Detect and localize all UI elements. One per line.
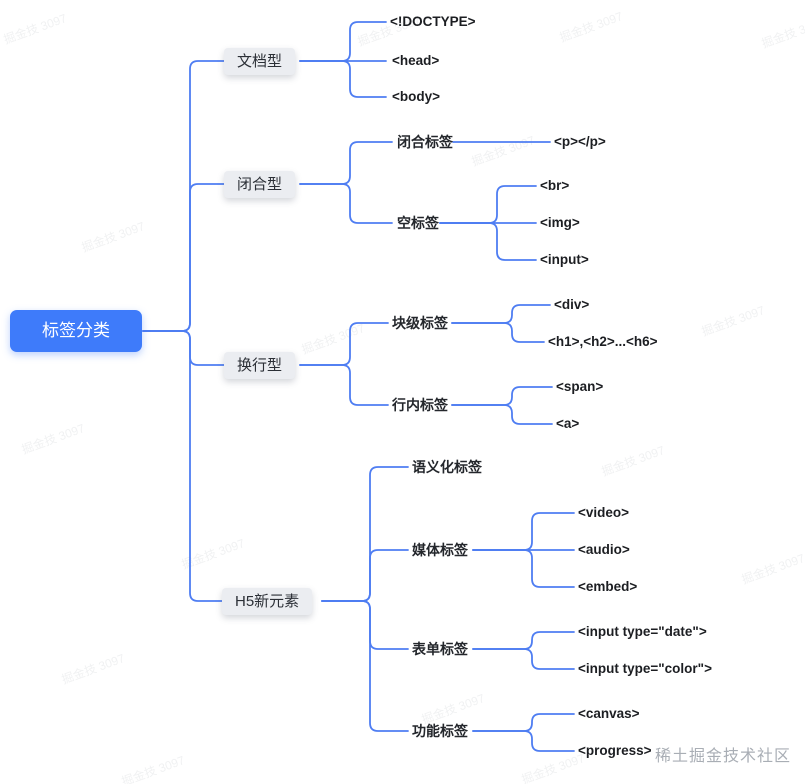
leaf-embed: <embed> <box>578 579 638 594</box>
leaf-canvas: <canvas> <box>578 706 640 721</box>
watermark-tile: 掘金技 3097 <box>179 536 247 572</box>
watermark-tile: 掘金技 3097 <box>469 133 537 169</box>
edge-root-break <box>142 330 225 366</box>
node-form-tag: 表单标签 <box>412 641 468 657</box>
branch-h5-new: H5新元素 <box>222 588 313 615</box>
node-inline-tag: 行内标签 <box>392 397 448 413</box>
edge-close-empty <box>299 183 393 224</box>
edge-break-block <box>299 322 389 366</box>
edge-media-embed <box>472 549 575 588</box>
edge-root-doc <box>142 60 225 332</box>
leaf-a: <a> <box>556 416 580 431</box>
edge-form-color <box>472 648 575 670</box>
leaf-input-color: <input type="color"> <box>578 661 712 676</box>
watermark-tile: 掘金技 3097 <box>59 651 127 687</box>
leaf-body: <body> <box>392 89 441 104</box>
edge-root-h5 <box>142 330 223 602</box>
watermark-tile: 掘金技 3097 <box>557 9 625 45</box>
node-semantic-tag: 语义化标签 <box>412 459 482 475</box>
watermark-tile: 掘金技 3097 <box>19 421 87 457</box>
watermark-tile: 掘金技 3097 <box>599 443 667 479</box>
watermark-tile: 掘金技 3097 <box>739 551 805 587</box>
node-media-tag: 媒体标签 <box>412 542 468 558</box>
leaf-input-date: <input type="date"> <box>578 624 707 639</box>
edge-empty-br <box>439 185 537 224</box>
node-block-tag: 块级标签 <box>392 315 448 331</box>
edge-close-closed <box>299 141 393 185</box>
leaf-input: <input> <box>540 252 589 267</box>
edge-form-date <box>472 631 575 650</box>
edge-root-close <box>142 183 225 332</box>
leaf-img: <img> <box>540 215 580 230</box>
leaf-doctype: <!DOCTYPE> <box>390 14 476 29</box>
leaf-p: <p></p> <box>554 134 606 149</box>
edge-h5-func <box>321 600 409 732</box>
watermark-tile: 掘金技 3097 <box>79 219 147 255</box>
edge-doc-body <box>299 60 387 98</box>
leaf-audio: <audio> <box>578 542 630 557</box>
edge-inline-a <box>451 404 553 425</box>
edge-func-canvas <box>472 713 575 732</box>
leaf-br: <br> <box>540 178 570 193</box>
edge-doc-doctype <box>299 21 387 62</box>
edge-h5-form <box>321 600 409 650</box>
edge-func-progress <box>472 730 575 752</box>
branch-break-type: 换行型 <box>224 352 296 379</box>
watermark-tile: 掘金技 3097 <box>759 15 805 51</box>
edge-inline-span <box>451 386 553 406</box>
watermark-tile: 掘金技 3097 <box>299 321 367 357</box>
leaf-div: <div> <box>554 297 590 312</box>
leaf-headings: <h1>,<h2>...<h6> <box>548 334 658 349</box>
edge-h5-semantic <box>321 466 409 602</box>
edge-block-div <box>451 304 551 324</box>
node-func-tag: 功能标签 <box>412 723 468 739</box>
edge-block-h <box>451 322 545 343</box>
node-closed-tag: 闭合标签 <box>397 134 453 150</box>
watermark-tile: 掘金技 3097 <box>519 751 587 784</box>
leaf-video: <video> <box>578 505 630 520</box>
watermark-tile: 掘金技 3097 <box>119 753 187 784</box>
edge-break-inline <box>299 364 389 406</box>
edge-media-video <box>472 512 575 551</box>
branch-doc-type: 文档型 <box>224 48 296 75</box>
branch-close-type: 闭合型 <box>224 171 296 198</box>
watermark-tile: 掘金技 3097 <box>699 303 767 339</box>
site-watermark: 稀土掘金技术社区 <box>654 748 791 765</box>
edge-h5-media <box>321 549 409 602</box>
root-node: 标签分类 <box>10 310 142 352</box>
edge-empty-input <box>439 222 537 261</box>
leaf-progress: <progress> <box>578 743 652 758</box>
node-empty-tag: 空标签 <box>397 215 439 231</box>
watermark-tile: 掘金技 3097 <box>1 11 69 47</box>
leaf-head: <head> <box>392 53 440 68</box>
leaf-span: <span> <box>556 379 604 394</box>
